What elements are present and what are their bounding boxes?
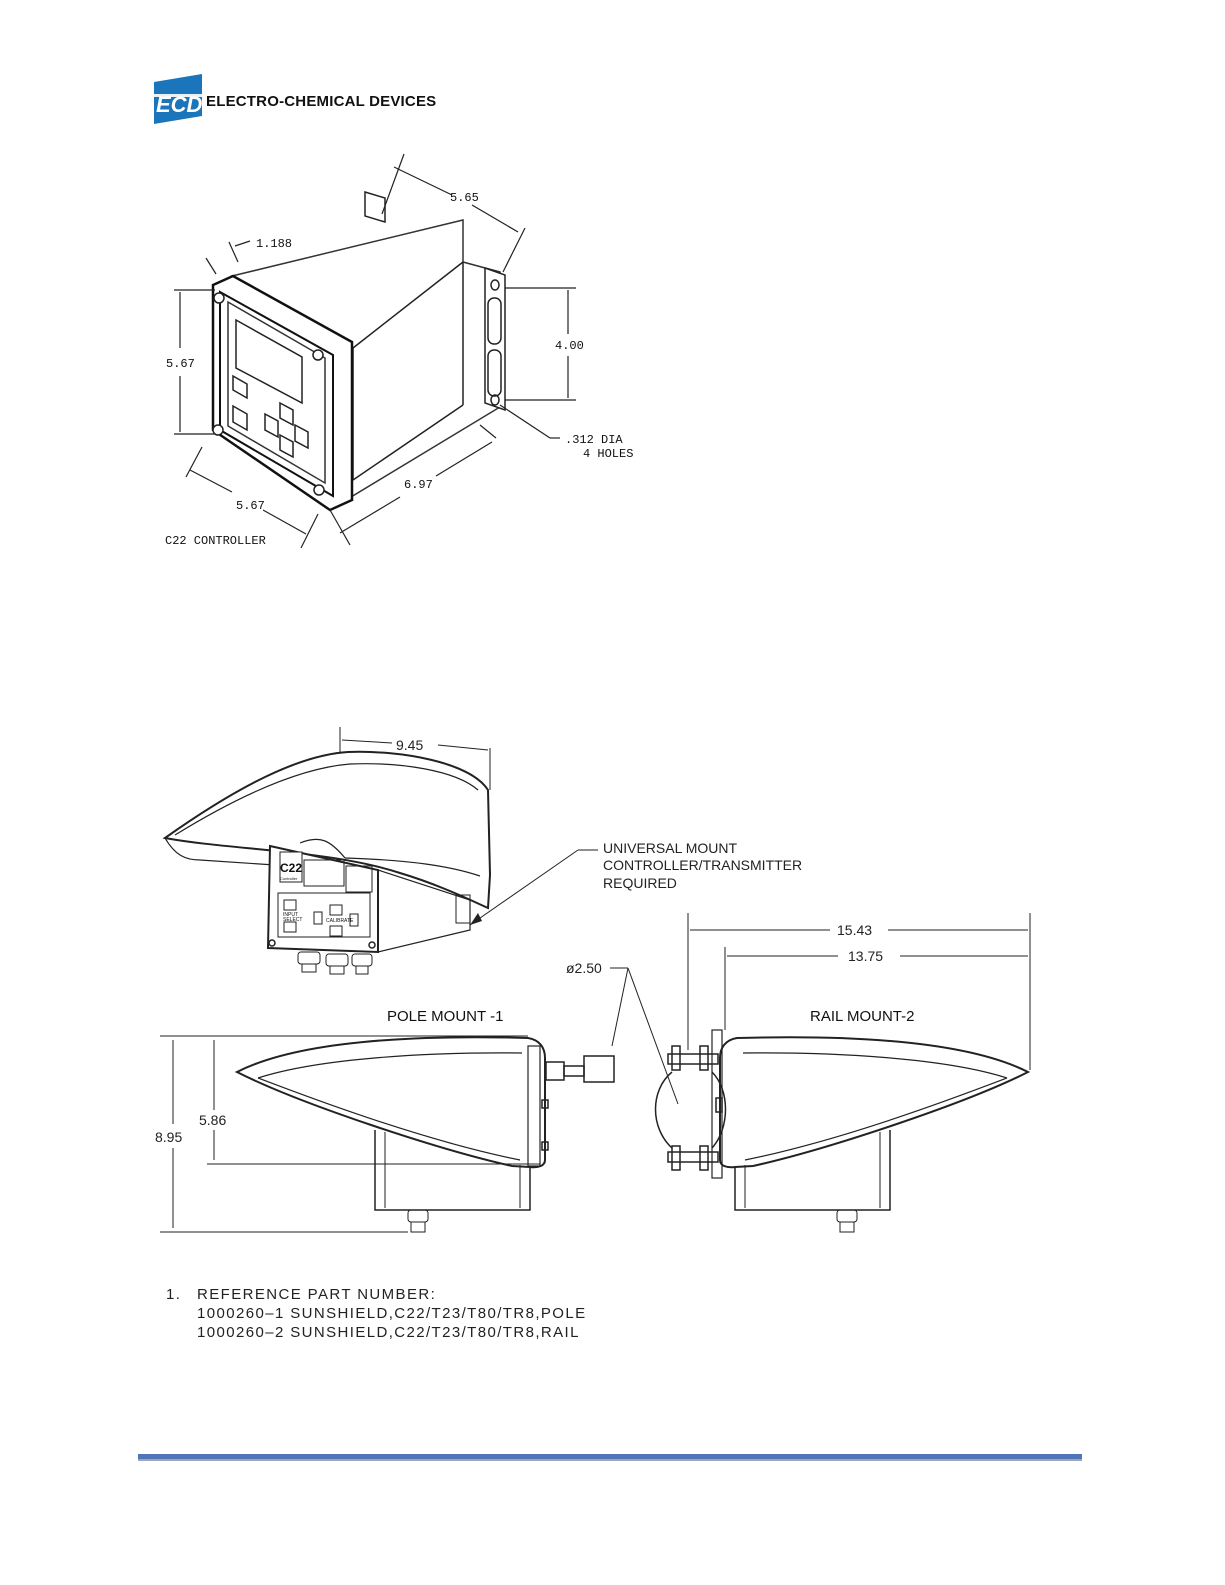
note-number: 1.	[166, 1286, 182, 1303]
dim-front-height: 5.67	[166, 357, 195, 371]
dim-shield-height: 5.86	[199, 1112, 226, 1128]
rail-mount-label: RAIL MOUNT-2	[810, 1008, 914, 1025]
dim-hole-spacing: 4.00	[555, 339, 584, 353]
pole-mount-label: POLE MOUNT -1	[387, 1008, 503, 1025]
panel-calibrate: CALIBRATE	[326, 918, 354, 924]
company-name: ELECTRO-CHEMICAL DEVICES	[206, 93, 437, 110]
dim-front-width: 5.67	[236, 499, 265, 513]
note-heading-row: 1. REFERENCE PART NUMBER:	[166, 1285, 587, 1304]
mount-note-2: CONTROLLER/TRANSMITTER	[603, 857, 802, 873]
part-number-line-1: 1000260–1 SUNSHIELD,C22/T23/T80/TR8,POLE	[197, 1305, 587, 1322]
footer-rule	[138, 1454, 1082, 1459]
dim-pole-diameter: ø2.50	[566, 960, 602, 976]
dim-overall-height: 8.95	[155, 1129, 182, 1145]
controller-caption: C22 CONTROLLER	[165, 534, 266, 548]
hole-note-line2: 4 HOLES	[583, 447, 633, 461]
mount-note-1: UNIVERSAL MOUNT	[603, 840, 738, 856]
dim-overall-depth: 15.43	[837, 922, 872, 938]
panel-input-select-1: INPUT	[283, 912, 298, 918]
reference-notes: 1. REFERENCE PART NUMBER: 1000260–1 SUNSH…	[166, 1285, 587, 1342]
dim-bracket-width: 5.65	[450, 191, 479, 205]
logo-text: ECD	[156, 92, 203, 117]
mount-note-3: REQUIRED	[603, 875, 677, 891]
panel-input-select-2: SELECT	[283, 917, 302, 923]
dim-top-width: 9.45	[396, 737, 423, 753]
panel-model: C22	[280, 861, 302, 875]
note-heading: REFERENCE PART NUMBER:	[197, 1286, 437, 1303]
panel-model-sub: Controller	[280, 876, 298, 881]
dim-shield-depth: 13.75	[848, 948, 883, 964]
dim-depth-offset: 1.188	[256, 237, 292, 251]
ecd-logo-mark: ECD	[154, 74, 203, 124]
hole-note-line1: .312 DIA	[565, 433, 623, 447]
company-logo: ECD ELECTRO-CHEMICAL DEVICES	[150, 72, 450, 128]
part-number-line-2: 1000260–2 SUNSHIELD,C22/T23/T80/TR8,RAIL	[197, 1324, 580, 1341]
dim-body-length: 6.97	[404, 478, 433, 492]
